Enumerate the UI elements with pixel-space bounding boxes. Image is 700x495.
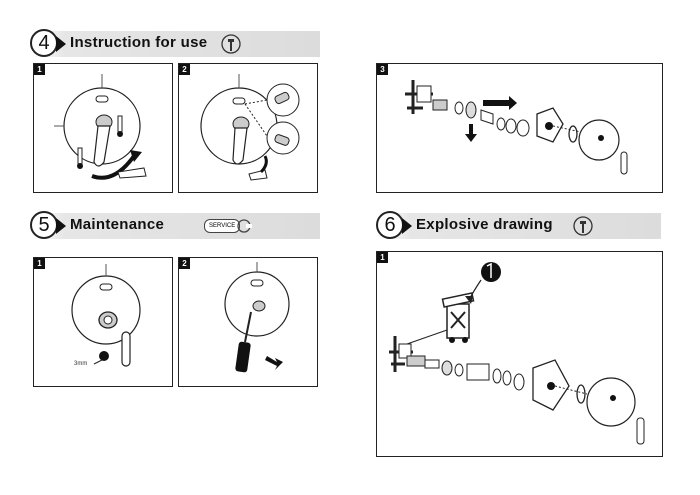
- panel-number: 2: [179, 64, 190, 75]
- handle-operation-illustration: [54, 74, 147, 180]
- exploded-view-illustration: [389, 262, 645, 445]
- section-title: Maintenance: [70, 216, 165, 233]
- panel-instruction-3: 3: [376, 63, 663, 193]
- section-title: Explosive drawing: [416, 216, 553, 233]
- panel-maintenance-1: 1 3mm: [33, 257, 173, 387]
- installation-exploded-illustration: [405, 80, 628, 175]
- panel-instruction-2: 2: [178, 63, 318, 193]
- panel-number: 2: [179, 258, 190, 269]
- arrow-right-icon: [402, 218, 412, 234]
- section-title: Instruction for use: [70, 34, 208, 51]
- section-header-instruction: 4 Instruction for use: [30, 29, 320, 57]
- section-header-maintenance: 5 Maintenance SERVICE: [30, 211, 320, 239]
- handle-removal-illustration: [71, 264, 141, 367]
- panel-number: 1: [34, 64, 45, 75]
- panel-explosive-1: 1: [376, 251, 663, 457]
- service-badge: SERVICE: [204, 219, 241, 233]
- faucet-icon: [221, 34, 241, 54]
- section-number: 5: [30, 211, 58, 239]
- panel-maintenance-2: 2: [178, 257, 318, 387]
- hex-key-size-label: 3mm: [74, 361, 88, 367]
- arrow-right-icon: [56, 218, 66, 234]
- arrow-right-icon: [56, 36, 66, 52]
- faucet-icon: [573, 216, 593, 236]
- panel-number: 3: [377, 64, 388, 75]
- section-header-explosive: 6 Explosive drawing: [376, 211, 661, 239]
- panel-instruction-1: 1: [33, 63, 173, 193]
- section-number: 4: [30, 29, 58, 57]
- diverter-operation-illustration: [200, 74, 300, 181]
- panel-number: 1: [377, 252, 388, 263]
- cartridge-removal-illustration: [224, 262, 290, 373]
- panel-number: 1: [34, 258, 45, 269]
- wrench-icon: [237, 219, 252, 233]
- section-number: 6: [376, 211, 404, 239]
